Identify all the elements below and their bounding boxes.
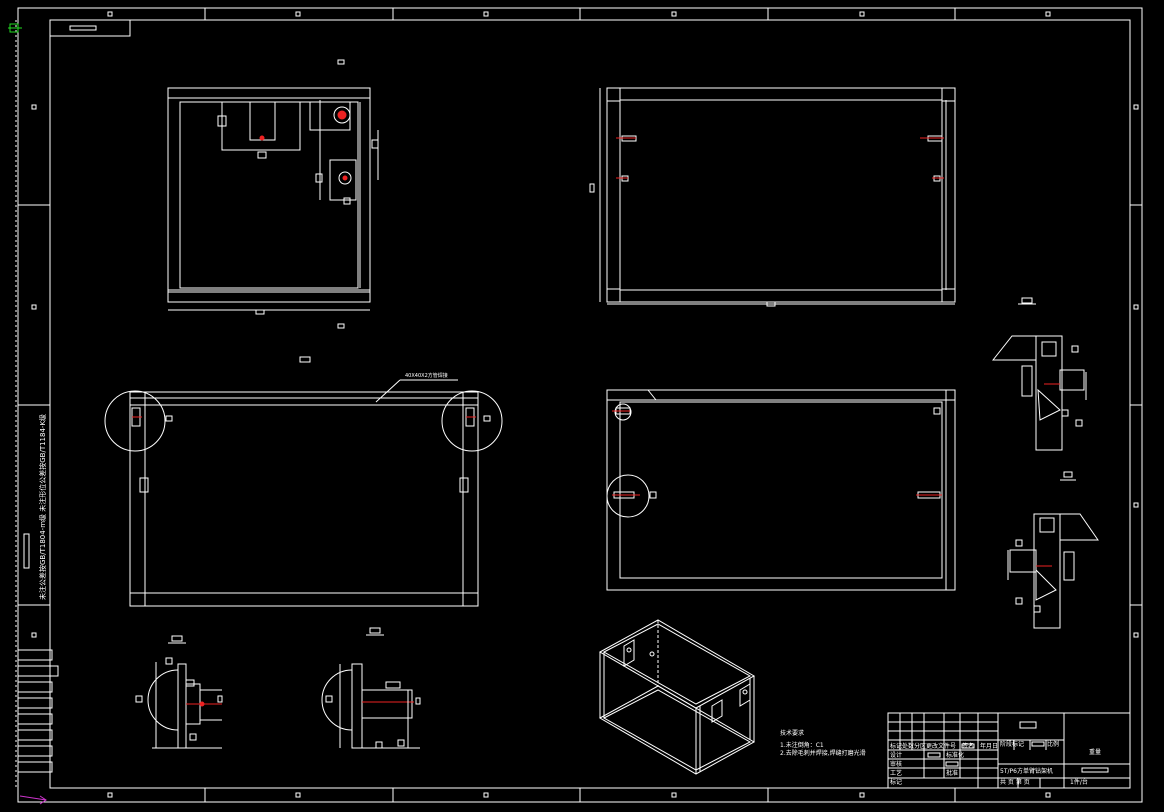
title-block-head-label: 分区 (914, 743, 927, 750)
section-detail-lower[interactable] (1007, 471, 1099, 629)
tech-requirements-heading: 技术要求 (780, 730, 805, 737)
left-margin (15, 20, 59, 790)
front-view[interactable] (589, 87, 956, 307)
title-block-stage-label: 阶段标记 (1000, 741, 1025, 748)
detail-view-b[interactable] (321, 627, 421, 749)
title-block-material-label: 重量 (1089, 749, 1102, 756)
weld-callout-label: 40X40X2方管焊接 (405, 373, 448, 379)
title-block-process-label: 工艺 (890, 770, 903, 777)
isometric-view[interactable] (598, 619, 756, 775)
title-block-head-label: 签名 (962, 743, 975, 750)
title-block-approve-label: 批准 (946, 770, 959, 777)
title-block-head-label: 年月日 (980, 743, 999, 750)
title-block-page-label: 1件/台 (1070, 779, 1088, 786)
detail-view-a[interactable] (135, 635, 223, 749)
title-block-design-label: 设计 (890, 752, 903, 759)
rear-view[interactable] (606, 389, 956, 591)
title-block-check-label: 审核 (890, 761, 903, 768)
ucs-icon (8, 23, 47, 805)
title-block-head-label: 更改文件号 (926, 743, 957, 750)
title-block-sheet-info: 共 页 第 页 (1000, 779, 1030, 786)
zone-ticks (18, 8, 1142, 802)
tech-requirement-item: 1.未注倒角：C1 (780, 742, 824, 749)
side-view[interactable] (104, 356, 503, 607)
title-block-standard-label: 标准化 (946, 752, 965, 759)
section-detail-upper[interactable] (991, 297, 1087, 451)
title-block-head-label: 处数 (902, 743, 915, 750)
title-block-drawing-label: 标记 (890, 779, 903, 786)
tech-requirement-item: 2.去除毛刺并焊接,焊缝打磨光滑 (780, 750, 866, 757)
title-block-scale-label: 比例 (1047, 741, 1060, 748)
side-tolerance-note: 未注公差按GB/T1804-m级 未注形位公差按GB/T1184-K级 (39, 413, 47, 600)
title-block-head-label: 标记 (890, 743, 903, 750)
title-block-product-name: 5T/P6方单臂钻架机 (1000, 768, 1053, 775)
top-view[interactable] (167, 59, 379, 329)
title-block (887, 712, 1131, 789)
